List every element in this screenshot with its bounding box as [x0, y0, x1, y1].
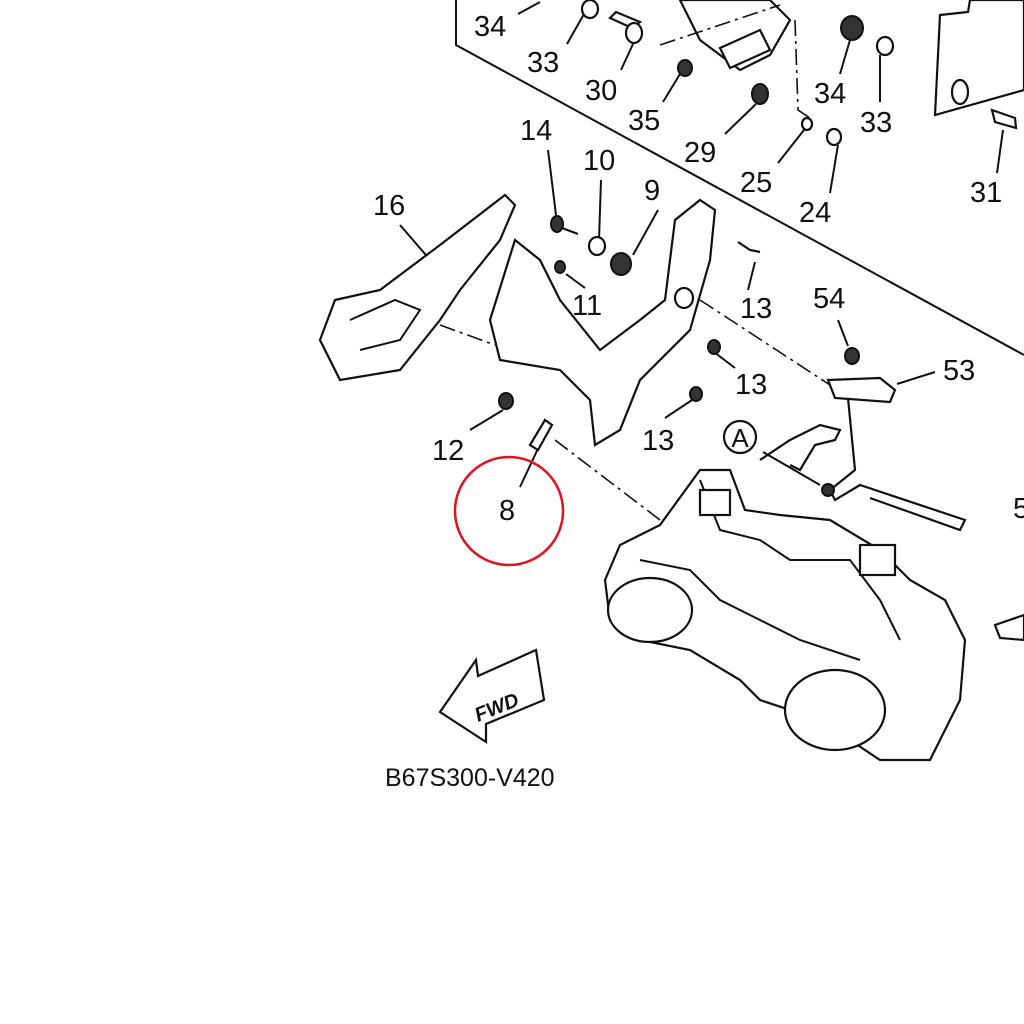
callout-13[interactable]: 13	[642, 425, 674, 457]
callout-54[interactable]: 54	[813, 283, 845, 315]
leader-lines	[399, 1, 1004, 488]
bracket-main	[488, 198, 717, 447]
callout-12[interactable]: 12	[432, 435, 464, 467]
callout-11[interactable]: 11	[572, 290, 602, 322]
callout-labels: 34 33 30 35 29 34 33 25 24 31 14 10 9 16…	[373, 11, 1024, 527]
callout-31[interactable]: 31	[970, 177, 1002, 209]
callout-13[interactable]: 13	[735, 369, 767, 401]
spring-part-8	[528, 418, 554, 452]
callout-29[interactable]: 29	[684, 137, 716, 169]
callout-53[interactable]: 53	[943, 355, 975, 387]
throttle-body-assembly	[603, 468, 1024, 762]
reference-marker-label: A	[731, 423, 749, 453]
callout-34[interactable]: 34	[474, 11, 506, 43]
callout-35[interactable]: 35	[628, 105, 660, 137]
callout-5[interactable]: 5	[1013, 493, 1024, 525]
linkage-assembly	[759, 347, 967, 532]
callout-14[interactable]: 14	[520, 115, 552, 147]
callout-24[interactable]: 24	[799, 197, 831, 229]
cover-part-16	[318, 193, 517, 382]
bracket-assembly	[318, 193, 831, 521]
reference-marker-a: A	[722, 419, 758, 455]
callout-16[interactable]: 16	[373, 190, 405, 222]
top-parts	[580, 0, 1024, 147]
callout-10[interactable]: 10	[583, 145, 615, 177]
callout-33[interactable]: 33	[527, 47, 559, 79]
callout-9[interactable]: 9	[644, 175, 660, 207]
callout-8[interactable]: 8	[499, 495, 515, 527]
highlight-circle	[453, 455, 565, 567]
subassembly-frame-line	[455, 0, 1024, 356]
drawing-code: B67S300-V420	[385, 764, 555, 792]
fwd-arrow-icon: FWD	[438, 648, 546, 745]
callout-34[interactable]: 34	[814, 78, 846, 110]
callout-33[interactable]: 33	[860, 107, 892, 139]
callout-30[interactable]: 30	[585, 75, 617, 107]
callout-13[interactable]: 13	[740, 293, 772, 325]
callout-25[interactable]: 25	[740, 167, 772, 199]
